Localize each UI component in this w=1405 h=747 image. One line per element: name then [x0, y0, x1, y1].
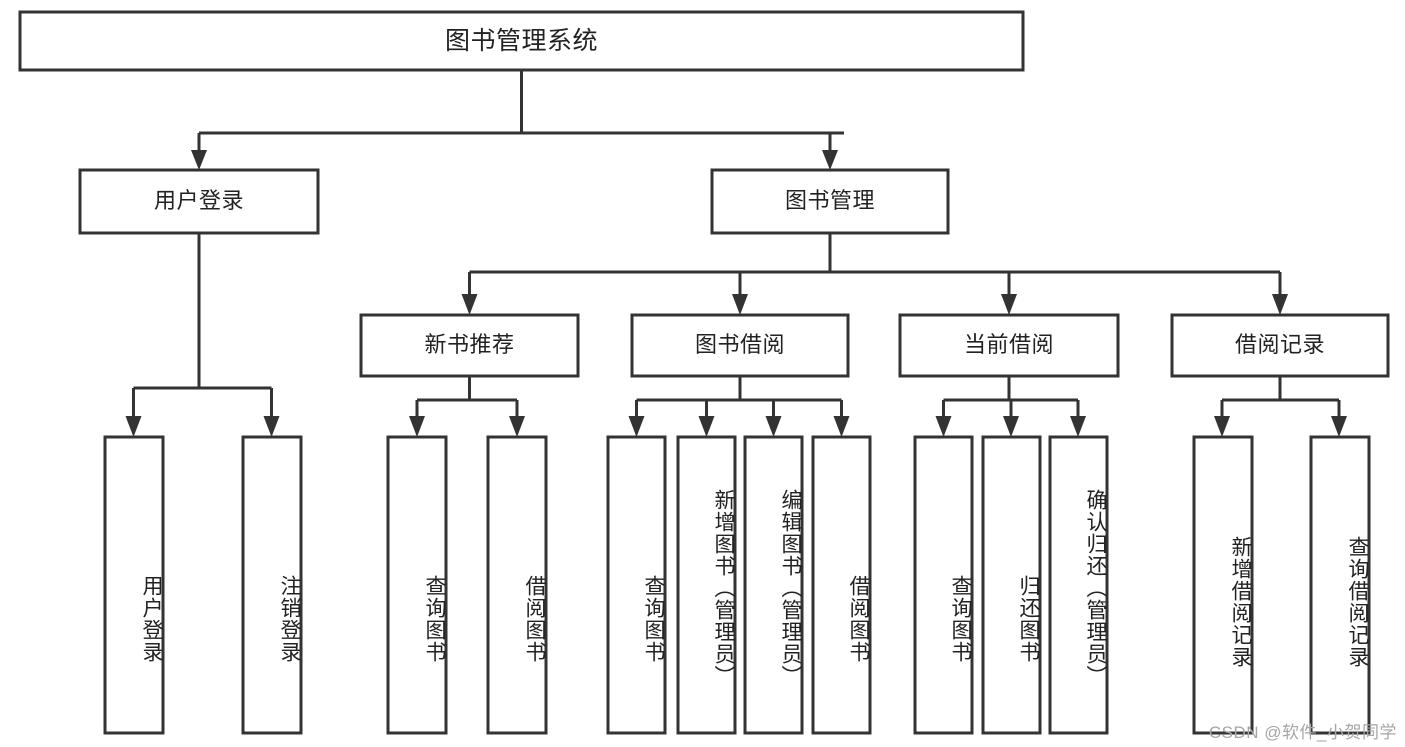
node-box-leaf-add-record[interactable] [1192, 435, 1254, 735]
node-box-leaf-borrow-book-2[interactable] [811, 435, 872, 735]
arrow-head-leaf-confirm-return [1070, 416, 1086, 437]
arrow-head-user-login [191, 150, 207, 170]
node-box-leaf-confirm-return[interactable] [1048, 435, 1109, 735]
arrow-head-leaf-add-record [1214, 416, 1230, 437]
arrow-head-leaf-borrow-book-2 [833, 416, 850, 437]
csdn-watermark: CSDN @软件_小贺同学 [1208, 723, 1397, 742]
node-box-book-borrow[interactable] [630, 313, 850, 378]
node-box-leaf-borrow-book-1[interactable] [486, 435, 548, 735]
node-box-root[interactable] [18, 10, 1025, 72]
node-box-leaf-add-book[interactable] [676, 435, 737, 735]
node-box-leaf-return-book[interactable] [981, 435, 1042, 735]
node-box-leaf-edit-book[interactable] [743, 435, 804, 735]
arrow-head-leaf-edit-book [765, 416, 782, 437]
arrow-head-leaf-user-logout [263, 416, 280, 437]
node-box-current-borrow[interactable] [898, 313, 1120, 378]
arrow-head-new-book-recommend [461, 294, 478, 315]
connector-group-book-manage [461, 233, 1288, 315]
node-box-leaf-query-record[interactable] [1309, 435, 1371, 735]
connector-group-root [191, 71, 844, 170]
node-box-new-book-recommend[interactable] [359, 313, 580, 378]
node-box-book-manage[interactable] [710, 168, 950, 235]
connector-group-current-borrow [935, 376, 1086, 437]
arrow-head-leaf-return-book [1003, 416, 1019, 437]
arrow-head-leaf-query-book-3 [935, 416, 952, 437]
connector-group-book-borrow [628, 376, 850, 437]
arrow-head-leaf-borrow-book-1 [509, 416, 525, 437]
arrow-head-book-manage [822, 150, 838, 170]
arrow-head-leaf-query-record [1331, 416, 1347, 437]
node-box-leaf-query-book-1[interactable] [386, 435, 448, 735]
arrow-head-leaf-add-book [698, 416, 715, 437]
node-box-leaf-query-book-2[interactable] [606, 435, 667, 735]
node-box-leaf-user-login[interactable] [103, 435, 165, 735]
arrow-head-book-borrow [732, 294, 748, 315]
node-box-borrow-record[interactable] [1170, 313, 1390, 378]
arrow-head-leaf-query-book-1 [409, 416, 425, 437]
arrow-head-borrow-record [1272, 294, 1288, 315]
node-box-user-login[interactable] [78, 168, 320, 235]
node-box-leaf-query-book-3[interactable] [913, 435, 974, 735]
arrow-head-leaf-query-book-2 [628, 416, 645, 437]
node-box-leaf-user-logout[interactable] [241, 435, 303, 735]
connector-group-user-login [125, 233, 280, 437]
connector-group-new-book-recommend [409, 376, 525, 437]
arrow-head-current-borrow [1001, 294, 1017, 315]
connector-group-borrow-record [1214, 376, 1347, 437]
arrow-head-leaf-user-login [125, 416, 142, 437]
